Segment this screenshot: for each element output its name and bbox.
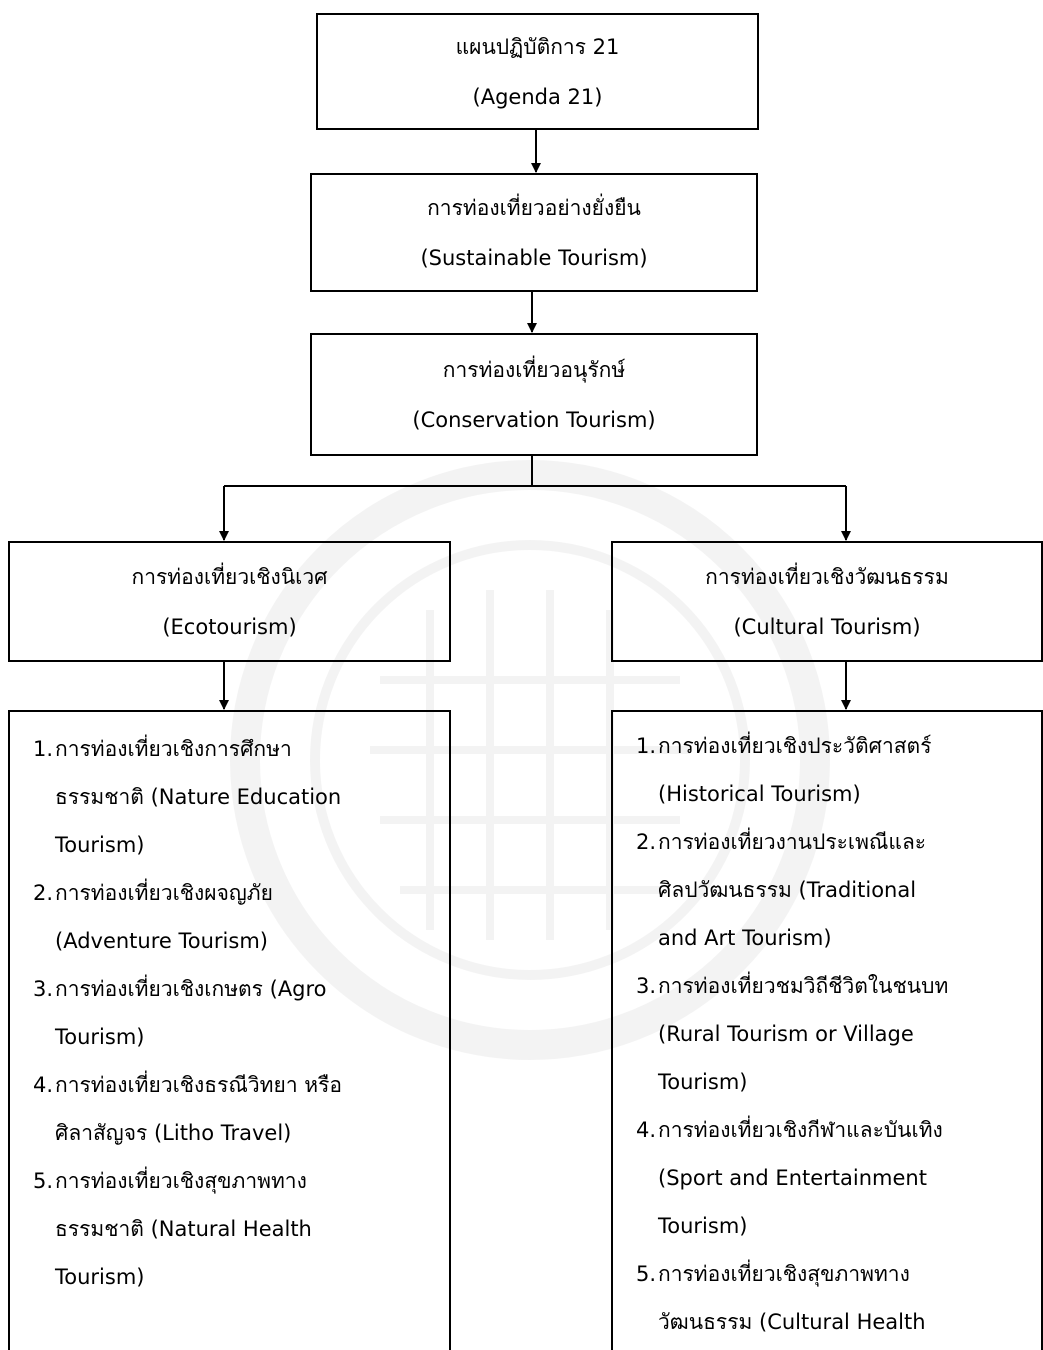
list-item-number: 1. [636,734,657,758]
list-item-line: (Historical Tourism) [658,782,861,806]
list-item-line: การท่องเที่ยวเชิงธรณีวิทยา หรือ [55,1073,343,1097]
list-item-line: การท่องเที่ยวเชิงสุขภาพทาง [55,1169,307,1193]
list-item-line: (Rural Tourism or Village [658,1022,914,1046]
ecotourism-list: 1.การท่องเที่ยวเชิงการศึกษาธรรมชาติ (Nat… [33,725,443,1301]
list-item: 5.การท่องเที่ยวเชิงสุขภาพทางธรรมชาติ (Na… [33,1157,443,1301]
list-item-line: ศิลาสัญจร (Litho Travel) [55,1121,292,1145]
list-item-line: การท่องเที่ยวเชิงประวัติศาสตร์ [658,734,932,758]
list-item-number: 3. [33,977,54,1001]
agenda-21-box: แผนปฏิบัติการ 21 (Agenda 21) [316,13,759,130]
list-item-number: 5. [636,1262,657,1286]
ecotourism-english: (Ecotourism) [162,614,297,639]
agenda-21-thai: แผนปฏิบัติการ 21 [455,34,620,59]
cultural-tourism-thai: การท่องเที่ยวเชิงวัฒนธรรม [705,564,949,589]
sustainable-tourism-box: การท่องเที่ยวอย่างยั่งยืน (Sustainable T… [310,173,758,292]
ecotourism-thai: การท่องเที่ยวเชิงนิเวศ [131,564,328,589]
conservation-tourism-box: การท่องเที่ยวอนุรักษ์ (Conservation Tour… [310,333,758,456]
list-item-number: 3. [636,974,657,998]
list-item-line: ธรรมชาติ (Nature Education [55,785,342,809]
list-item-line: การท่องเที่ยวเชิงกีฬาและบันเทิง [658,1118,943,1142]
list-item-line: การท่องเที่ยวชมวิถีชีวิตในชนบท [658,974,949,998]
list-item-line: การท่องเที่ยวเชิงสุขภาพทาง [658,1262,910,1286]
cultural-tourism-list-box [611,710,1043,1350]
list-item-line: ศิลปวัฒนธรรม (Traditional [658,878,917,902]
ecotourism-box: การท่องเที่ยวเชิงนิเวศ (Ecotourism) [8,541,451,662]
list-item-number: 2. [33,881,54,905]
list-item-number: 2. [636,830,657,854]
conservation-tourism-english: (Conservation Tourism) [412,407,656,432]
list-item-line: การท่องเที่ยวงานประเพณีและ [658,830,927,854]
ecotourism-list-box [8,710,451,1350]
cultural-tourism-box: การท่องเที่ยวเชิงวัฒนธรรม (Cultural Tour… [611,541,1043,662]
list-item-number: 4. [636,1118,657,1142]
list-item-line: and Art Tourism) [658,926,832,950]
list-item-line: Tourism) [658,1070,748,1094]
list-item-line: Tourism) [55,1265,145,1289]
list-item-line: การท่องเที่ยวเชิงเกษตร (Agro [55,977,327,1001]
list-item-line: Tourism) [658,1214,748,1238]
list-item: 2.การท่องเที่ยวเชิงผจญภัย (Adventure Tour… [33,869,443,965]
list-item-line: การท่องเที่ยวเชิงการศึกษา [55,737,292,761]
list-item-line: (Sport and Entertainment [658,1166,927,1190]
sustainable-tourism-english: (Sustainable Tourism) [420,245,648,270]
list-item-line: (Adventure Tourism) [55,929,268,953]
list-item-number: 1. [33,737,54,761]
cultural-tourism-list: 1.การท่องเที่ยวเชิงประวัติศาสตร์ (Histori… [636,722,1041,1346]
list-item-line: ธรรมชาติ (Natural Health [55,1217,312,1241]
list-item: 5.การท่องเที่ยวเชิงสุขภาพทางวัฒนธรรม (Cu… [636,1250,1041,1346]
list-item-line: Tourism) [55,1025,145,1049]
list-item: 3.การท่องเที่ยวชมวิถีชีวิตในชนบท (Rural T… [636,962,1041,1106]
list-item-number: 5. [33,1169,54,1193]
agenda-21-english: (Agenda 21) [472,84,603,109]
list-item: 4.การท่องเที่ยวเชิงธรณีวิทยา หรือศิลาสัญ… [33,1061,443,1157]
list-item-line: Tourism) [55,833,145,857]
list-item: 4.การท่องเที่ยวเชิงกีฬาและบันเทิง (Sport … [636,1106,1041,1250]
sustainable-tourism-thai: การท่องเที่ยวอย่างยั่งยืน [427,195,641,220]
cultural-tourism-english: (Cultural Tourism) [733,614,921,639]
list-item-line: การท่องเที่ยวเชิงผจญภัย [55,881,273,905]
list-item: 2.การท่องเที่ยวงานประเพณีและศิลปวัฒนธรรม… [636,818,1041,962]
list-item-line: วัฒนธรรม (Cultural Health [658,1310,926,1334]
list-item: 1.การท่องเที่ยวเชิงการศึกษาธรรมชาติ (Nat… [33,725,443,869]
list-item-number: 4. [33,1073,54,1097]
list-item: 1.การท่องเที่ยวเชิงประวัติศาสตร์ (Histori… [636,722,1041,818]
conservation-tourism-thai: การท่องเที่ยวอนุรักษ์ [442,357,626,382]
